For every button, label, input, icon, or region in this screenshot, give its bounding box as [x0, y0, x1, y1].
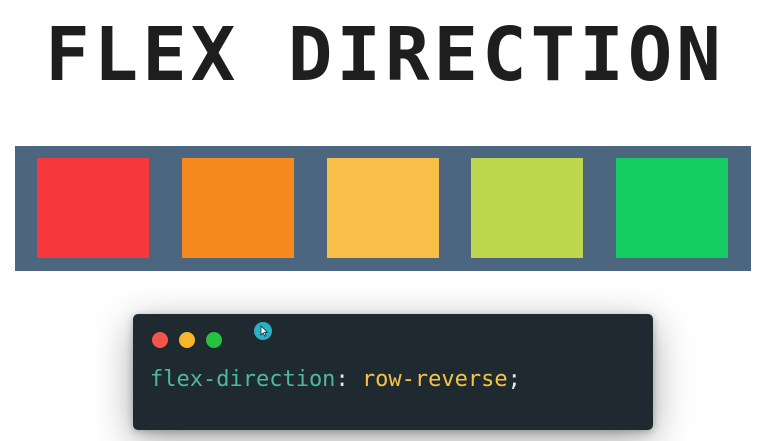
flex-item-yellow [327, 158, 439, 258]
minimize-dot-icon[interactable] [179, 332, 195, 348]
close-dot-icon[interactable] [152, 332, 168, 348]
page-title: FLEX DIRECTION [45, 12, 725, 98]
flex-item-green [616, 158, 728, 258]
css-value: row-reverse [361, 367, 508, 392]
css-semicolon: ; [507, 367, 521, 392]
flex-item-red [37, 158, 149, 258]
css-colon: : [335, 367, 362, 392]
maximize-dot-icon[interactable] [206, 332, 222, 348]
code-window: flex-direction: row-reverse; [133, 314, 653, 430]
flex-item-lime [471, 158, 583, 258]
flex-item-orange [182, 158, 294, 258]
flex-container [15, 146, 751, 271]
css-property: flex-direction [150, 367, 336, 392]
pointer-cursor-icon [254, 322, 272, 340]
code-line: flex-direction: row-reverse; [150, 366, 521, 394]
